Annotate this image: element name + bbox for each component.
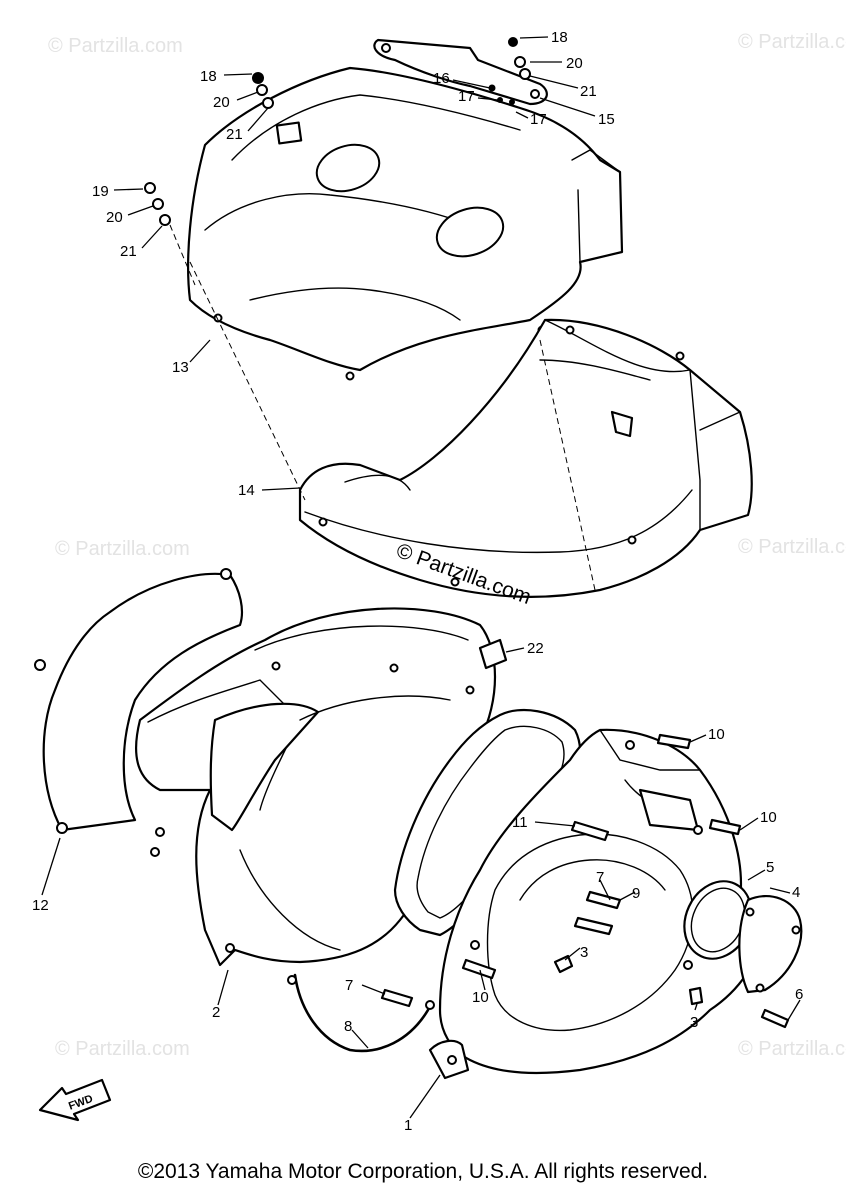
callout-6: 6 [795, 986, 803, 1003]
callout-12: 12 [32, 897, 49, 914]
forward-arrow-icon: FWD [38, 1078, 112, 1122]
callout-21: 21 [120, 243, 137, 260]
watermark-layer: © Partzilla.com © Partzilla.com © Partzi… [48, 31, 846, 1060]
watermark-text: © Partzilla.com [48, 35, 183, 57]
callout-3: 3 [580, 944, 588, 961]
backing-plate [34, 568, 244, 834]
watermark-text: © Partzilla.com [738, 1038, 846, 1060]
callout-10: 10 [472, 989, 489, 1006]
lower-shroud [298, 318, 753, 598]
watermark-text: © Partzilla.com [55, 1038, 190, 1060]
cap-4 [738, 895, 803, 994]
callout-labels: 18 20 21 19 20 21 13 14 18 20 21 16 17 1… [32, 29, 803, 1134]
callout-21: 21 [580, 83, 597, 100]
callout-14: 14 [238, 482, 255, 499]
callout-16: 16 [433, 70, 450, 87]
fasteners [144, 37, 790, 1029]
callout-10: 10 [708, 726, 725, 743]
callout-8: 8 [344, 1018, 352, 1035]
leader-lines [41, 36, 801, 1119]
callout-7: 7 [596, 869, 604, 886]
callout-5: 5 [766, 859, 774, 876]
callout-1: 1 [404, 1117, 412, 1134]
callout-4: 4 [792, 884, 800, 901]
callout-15: 15 [598, 111, 615, 128]
callout-11: 11 [512, 814, 528, 831]
clip-22 [478, 638, 508, 670]
watermark-text: © Partzilla.com [738, 31, 846, 53]
callout-7: 7 [345, 977, 353, 994]
callout-17: 17 [458, 88, 475, 105]
callout-18: 18 [551, 29, 568, 46]
upper-shroud-cover [187, 66, 624, 381]
callout-3: 3 [690, 1014, 698, 1031]
callout-22: 22 [527, 640, 544, 657]
copyright-footer: ©2013 Yamaha Motor Corporation, U.S.A. A… [137, 1160, 709, 1183]
callout-9: 9 [632, 885, 640, 902]
callout-17: 17 [530, 111, 547, 128]
cover-bracket [373, 38, 548, 106]
callout-20: 20 [106, 209, 123, 226]
alignment-lines [169, 224, 596, 591]
callout-20: 20 [213, 94, 230, 111]
strap-8 [287, 973, 435, 1053]
watermark-text: © Partzilla.com [738, 536, 846, 558]
callout-10: 10 [760, 809, 777, 826]
callout-21: 21 [226, 126, 243, 143]
callout-18: 18 [200, 68, 217, 85]
callout-13: 13 [172, 359, 189, 376]
watermark-text: © Partzilla.com [55, 538, 190, 560]
callout-20: 20 [566, 55, 583, 72]
callout-19: 19 [92, 183, 109, 200]
callout-2: 2 [212, 1004, 220, 1021]
